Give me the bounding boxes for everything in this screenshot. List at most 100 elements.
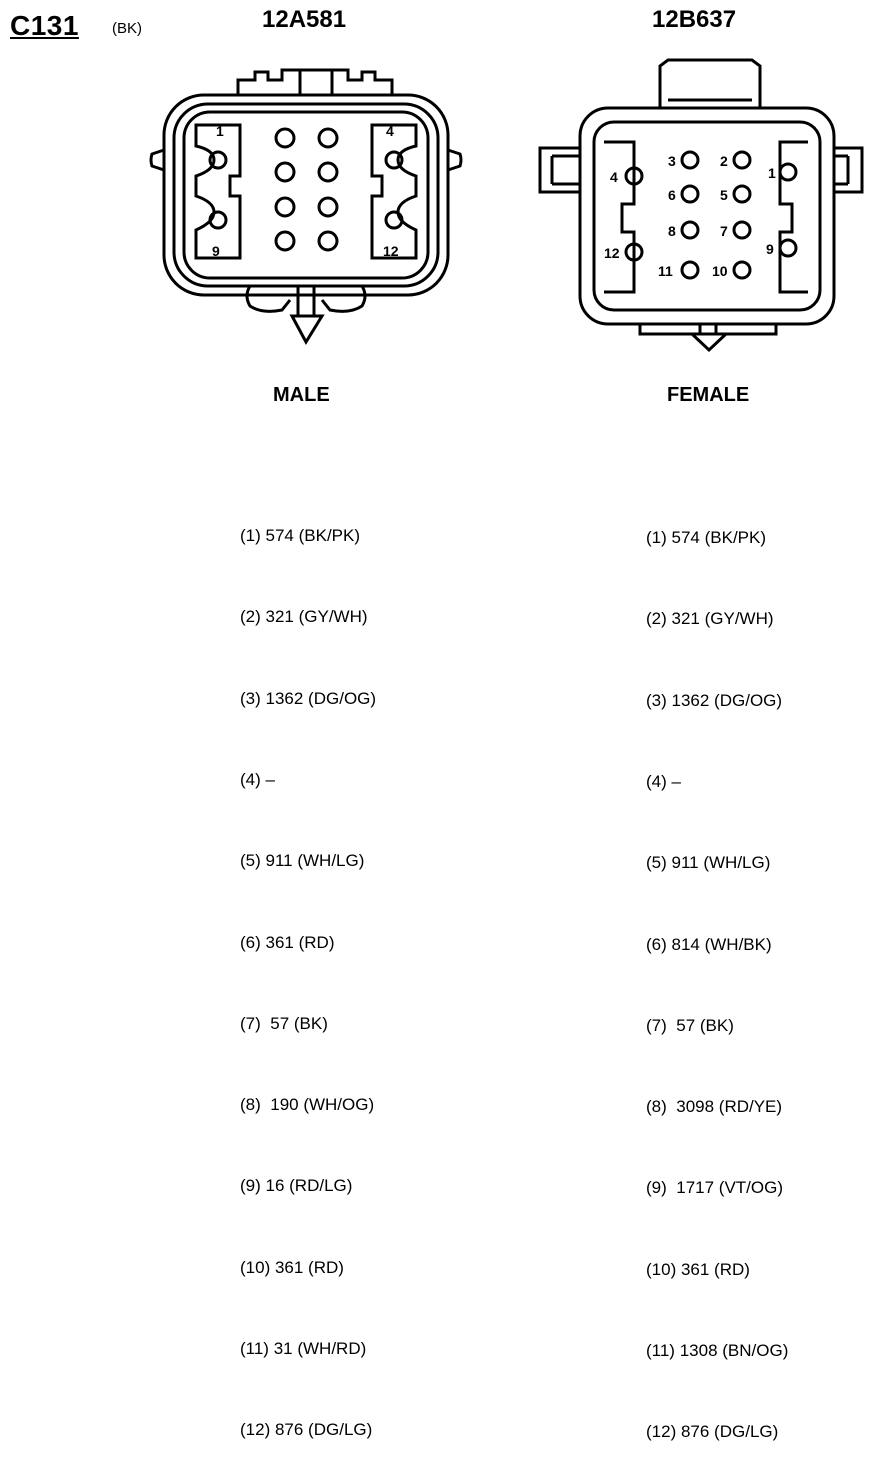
pin-circuit: 190 (WH/OG) (265, 1095, 375, 1115)
pin-row: (5) 911 (WH/LG) (240, 847, 376, 874)
female-cavity (732, 184, 752, 204)
pin-row: (2) 321 (GY/WH) (240, 603, 376, 630)
female-cavity-label: 11 (658, 263, 673, 279)
female-cavity (680, 150, 700, 170)
pin-circuit: 1717 (VT/OG) (671, 1178, 783, 1198)
pin-number: (6) (240, 932, 261, 952)
female-cavity (732, 260, 752, 280)
pin-row: (12) 876 (DG/LG) (646, 1418, 788, 1445)
male-pin (384, 150, 404, 170)
female-left-tab-inner (550, 154, 580, 186)
pin-number: (8) (240, 1095, 261, 1115)
female-part-number: 12B637 (652, 6, 737, 33)
male-pin (317, 161, 339, 183)
female-right-guide (778, 140, 808, 294)
female-cavity-label: 5 (720, 187, 728, 203)
pin-number: (12) (240, 1420, 271, 1440)
male-shell-rim (172, 102, 440, 288)
male-corner-label: 12 (383, 243, 399, 259)
pin-row: (1) 574 (BK/PK) (646, 524, 788, 551)
male-pin (384, 210, 404, 230)
pin-number: (11) (646, 1341, 675, 1360)
female-cavity (732, 220, 752, 240)
female-cavities (624, 150, 798, 280)
male-pin (317, 230, 339, 252)
female-connector-drawing (538, 58, 864, 336)
male-label: MALE (273, 384, 330, 406)
male-pin-list: (1) 574 (BK/PK) (2) 321 (GY/WH) (3) 1362… (240, 468, 376, 1470)
female-outer-body (578, 106, 836, 326)
male-arrow-icon (289, 314, 325, 346)
male-right-ear (447, 148, 463, 172)
male-inner-shell (182, 110, 430, 280)
male-pin (208, 150, 228, 170)
pin-circuit: – (671, 772, 681, 792)
pin-number: (10) (240, 1257, 271, 1277)
pin-circuit: 1362 (DG/OG) (671, 690, 783, 710)
male-pin (317, 127, 339, 149)
pin-number: (5) (240, 851, 261, 871)
pin-row: (11) 31 (WH/RD) (240, 1335, 376, 1362)
female-cavity-label: 3 (668, 153, 676, 169)
pin-number: (6) (646, 934, 667, 954)
male-part-number: 12A581 (262, 6, 347, 33)
male-pin (274, 230, 296, 252)
female-pin-list: (1) 574 (BK/PK) (2) 321 (GY/WH) (3) 1362… (646, 470, 788, 1472)
connector-diagrams: 1 4 9 12 1 2 (149, 58, 864, 353)
pin-row: (8) 190 (WH/OG) (240, 1091, 376, 1118)
pin-circuit: 16 (RD/LG) (265, 1176, 353, 1196)
pin-number: (11) (240, 1339, 269, 1358)
female-cavity (680, 260, 700, 280)
female-cavity-label: 6 (668, 187, 676, 203)
female-cavity-label: 10 (712, 263, 728, 279)
pin-circuit: 57 (BK) (265, 1013, 328, 1033)
male-right-guide (370, 123, 418, 260)
female-cavity-label: 12 (604, 245, 620, 261)
pin-row: (9) 1717 (VT/OG) (646, 1174, 788, 1201)
pin-row: (4) – (646, 768, 788, 795)
pin-circuit: 321 (GY/WH) (671, 609, 774, 629)
pin-circuit: 911 (WH/LG) (671, 853, 771, 873)
pin-row: (5) 911 (WH/LG) (646, 849, 788, 876)
pin-circuit: 814 (WH/BK) (671, 934, 772, 954)
pin-circuit: 57 (BK) (671, 1015, 734, 1035)
female-right-tab (834, 146, 864, 194)
female-cavity (732, 150, 752, 170)
male-corner-label: 1 (216, 123, 224, 139)
pin-circuit: 911 (WH/LG) (265, 851, 365, 871)
pin-circuit: 361 (RD) (274, 1257, 344, 1277)
pin-circuit: 1308 (BN/OG) (679, 1341, 789, 1360)
pin-row: (12) 876 (DG/LG) (240, 1416, 376, 1443)
pin-row: (11) 1308 (BN/OG) (646, 1337, 788, 1364)
female-top-latch (658, 58, 762, 108)
pin-circuit: 876 (DG/LG) (274, 1420, 373, 1440)
pin-number: (2) (240, 607, 261, 627)
female-right-tab-inner (834, 154, 850, 186)
pin-circuit: 876 (DG/LG) (680, 1422, 779, 1442)
pin-number: (9) (646, 1178, 667, 1198)
pin-row: (9) 16 (RD/LG) (240, 1172, 376, 1199)
pin-circuit: 361 (RD) (680, 1259, 750, 1279)
male-pin (208, 210, 228, 230)
female-cavity-label: 7 (720, 223, 728, 239)
pin-circuit: 361 (RD) (265, 932, 335, 952)
pin-row: (7) 57 (BK) (646, 1012, 788, 1039)
male-top-latch (236, 68, 394, 95)
male-connector-drawing (149, 68, 463, 316)
female-cavity (778, 162, 798, 182)
female-cavity-label: 2 (720, 153, 728, 169)
male-bottom-tab-right (320, 285, 367, 313)
female-cavity (680, 184, 700, 204)
pin-row: (4) – (240, 766, 376, 793)
pin-circuit: 1362 (DG/OG) (265, 688, 377, 708)
female-cavity (778, 238, 798, 258)
female-cavity-label: 9 (766, 241, 774, 257)
male-pin (317, 196, 339, 218)
pin-circuit: 574 (BK/PK) (265, 526, 361, 546)
female-left-guide (604, 140, 636, 294)
male-pin (274, 127, 296, 149)
pin-number: (4) (240, 770, 261, 790)
male-bottom-tab-left (245, 285, 292, 313)
pin-row: (8) 3098 (RD/YE) (646, 1093, 788, 1120)
pin-row: (10) 361 (RD) (240, 1254, 376, 1281)
